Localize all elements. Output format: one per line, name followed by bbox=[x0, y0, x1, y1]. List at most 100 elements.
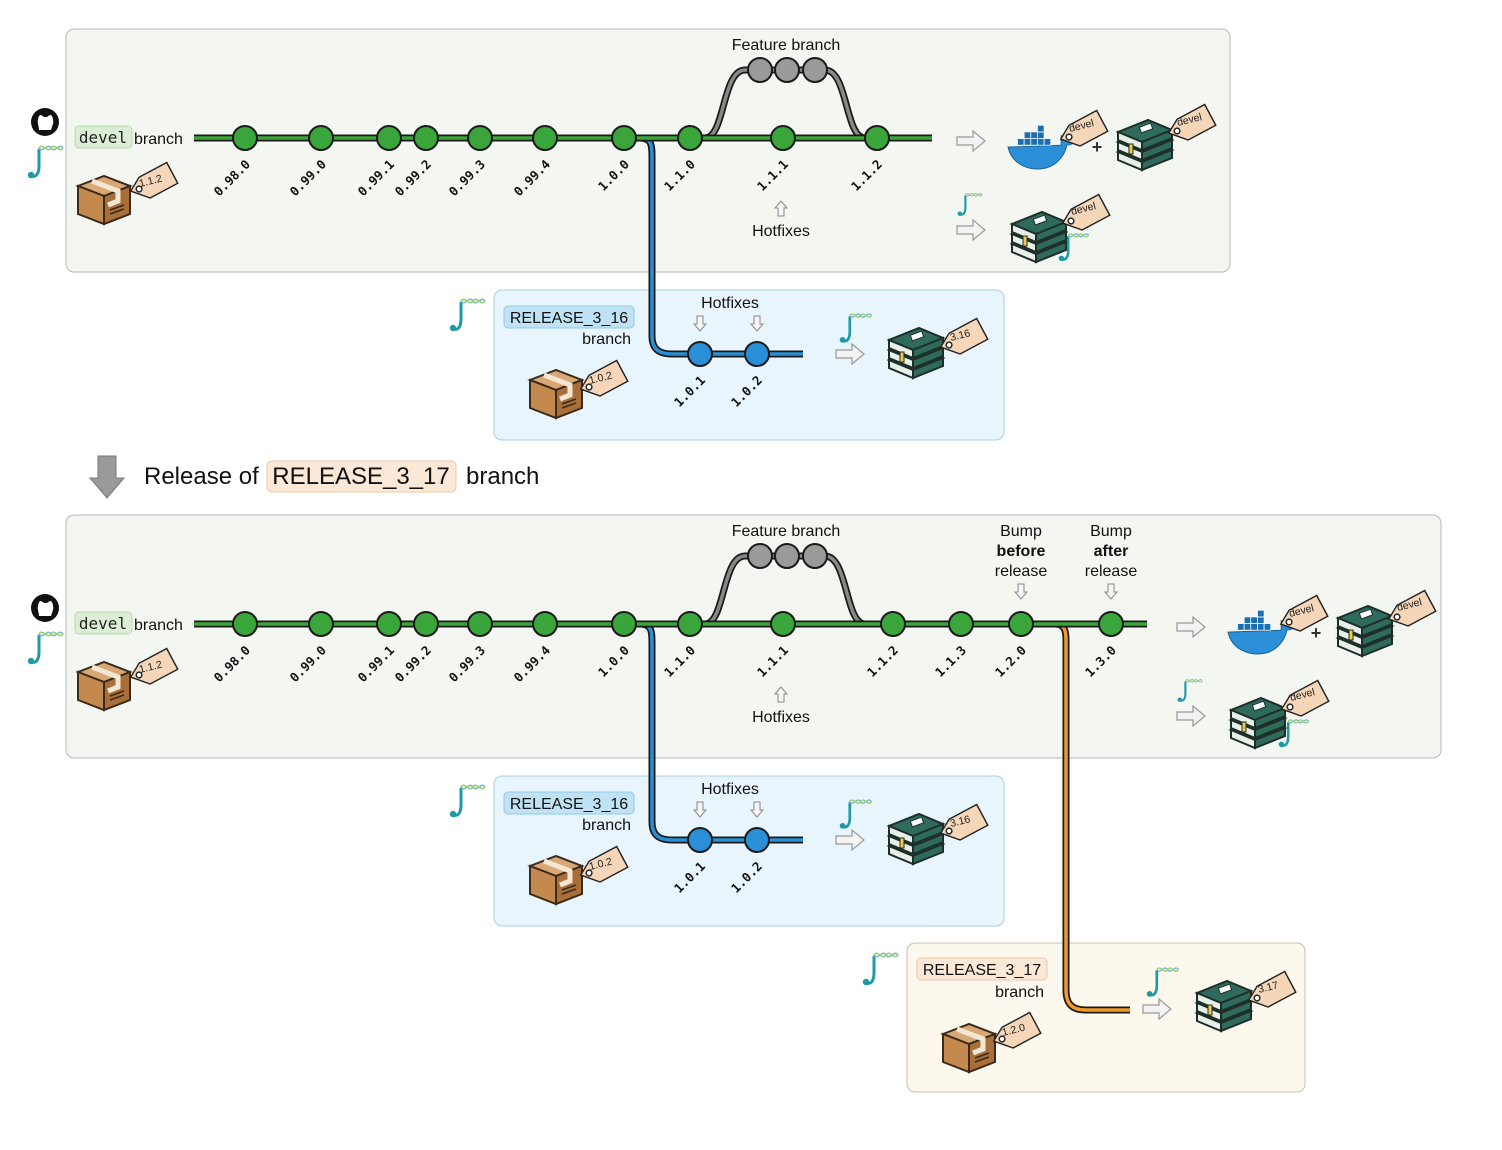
github-icon bbox=[31, 594, 59, 622]
devel-panel-before bbox=[65, 28, 1231, 273]
package-box-icon bbox=[78, 662, 130, 710]
bioc-book-tag-text-before: devel bbox=[1070, 200, 1097, 218]
devel-commit-node bbox=[770, 611, 796, 637]
transition-prefix: Release of bbox=[144, 463, 259, 490]
bioconductor-icon bbox=[861, 951, 900, 987]
r316-book-tag-text-before: 3.16 bbox=[949, 327, 972, 344]
pkg-tag-text-after: 1.1.2 bbox=[138, 659, 164, 676]
r316-pkg-tag-text-after: 1.0.2 bbox=[588, 856, 614, 873]
devel-commit-node bbox=[770, 125, 796, 151]
r317-branch-word: branch bbox=[995, 984, 1044, 1001]
devel-commit-node bbox=[532, 611, 558, 637]
package-box-icon bbox=[530, 856, 582, 904]
text-labels: Feature branch branch Hotfixes Hotfixes … bbox=[134, 37, 1137, 1001]
hotfix-up-arrow-icon bbox=[773, 200, 789, 217]
hotfix-down-arrow-icon bbox=[749, 315, 765, 332]
devel-panel-after bbox=[65, 514, 1442, 759]
devel-commit-node bbox=[532, 125, 558, 151]
package-box-icon bbox=[530, 370, 582, 418]
pkg-tag-text-before: 1.1.2 bbox=[138, 173, 164, 190]
bioconductor-icon bbox=[448, 297, 487, 333]
devel-badge-bg-before bbox=[74, 125, 133, 149]
transition-suffix: branch bbox=[466, 463, 539, 490]
bump-after-line2: after bbox=[1094, 543, 1129, 560]
bump-before-line1: Bump bbox=[1000, 523, 1042, 540]
hotfix-up-arrow-icon bbox=[773, 686, 789, 703]
devel-commit-node bbox=[232, 125, 258, 151]
devel-badge-before: devel bbox=[79, 128, 127, 147]
devel-commit-node bbox=[467, 125, 493, 151]
bump-down-arrow-icon bbox=[1013, 583, 1029, 600]
docker-tag-text-after: devel bbox=[1288, 602, 1315, 620]
bump-down-arrow-icon bbox=[1103, 583, 1119, 600]
feature-branch-label-after: Feature branch bbox=[732, 523, 841, 540]
devel-commit-node bbox=[376, 611, 402, 637]
hotfix-down-arrow-icon bbox=[692, 315, 708, 332]
commit-nodes bbox=[232, 57, 1124, 853]
feature-commit-node bbox=[747, 57, 773, 83]
bump-after-line1: Bump bbox=[1090, 523, 1132, 540]
devel-commit-node bbox=[948, 611, 974, 637]
feature-commit-node bbox=[774, 57, 800, 83]
feature-commit-node bbox=[802, 543, 828, 569]
devel-commit-node bbox=[413, 125, 439, 151]
hotfix-down-arrow-icon bbox=[749, 801, 765, 818]
code-badges: devel RELEASE_3_16 RELEASE_3_17 devel RE… bbox=[74, 125, 1048, 981]
devel-branch-word-after: branch bbox=[134, 617, 183, 634]
transition-code: RELEASE_3_17 bbox=[272, 463, 449, 490]
icons-layer: ++ bbox=[26, 102, 1439, 1072]
r317-book-tag-text: 3.17 bbox=[1257, 979, 1280, 996]
r317-pkg-tag-text: 1.2.0 bbox=[1001, 1022, 1027, 1039]
hotfixes-label-devel-after: Hotfixes bbox=[752, 709, 810, 726]
devel-badge-bg-after bbox=[74, 611, 133, 635]
devel-commit-node bbox=[677, 611, 703, 637]
devel-commit-node bbox=[880, 611, 906, 637]
r316-commit-node bbox=[687, 827, 713, 853]
r316-branch-word-before: branch bbox=[582, 331, 631, 348]
book-tag-text-after: devel bbox=[1396, 596, 1423, 614]
r317-badge: RELEASE_3_17 bbox=[923, 962, 1041, 979]
r316-book-tag-text-after: 3.16 bbox=[949, 813, 972, 830]
bioc-book-tag-text-after: devel bbox=[1289, 686, 1316, 704]
r316-hotfixes-label-before: Hotfixes bbox=[701, 295, 759, 312]
r317-badge-bg bbox=[916, 957, 1048, 981]
package-box-icon bbox=[943, 1024, 995, 1072]
feature-commit-node bbox=[747, 543, 773, 569]
devel-commit-node bbox=[308, 611, 334, 637]
transition-down-arrow-icon bbox=[88, 455, 126, 499]
transition-badge-bg bbox=[266, 460, 457, 493]
bump-before-line3: release bbox=[995, 563, 1048, 580]
devel-branch-word-before: branch bbox=[134, 131, 183, 148]
devel-commit-node bbox=[611, 611, 637, 637]
r316-badge-bg-before bbox=[503, 305, 635, 329]
devel-commit-node bbox=[467, 611, 493, 637]
r316-branch-word-after: branch bbox=[582, 817, 631, 834]
feature-branch-label-before: Feature branch bbox=[732, 37, 841, 54]
r316-badge-bg-after bbox=[503, 791, 635, 815]
bioconductor-icon bbox=[26, 630, 65, 666]
r316-commit-node bbox=[744, 341, 770, 367]
r316-commit-node bbox=[687, 341, 713, 367]
plus-icon: + bbox=[1092, 137, 1103, 157]
plus-icon: + bbox=[1311, 623, 1322, 643]
tag-texts: 1.1.2 devel devel devel 1.0.2 3.16 1.1.2… bbox=[138, 111, 1423, 1039]
bioconductor-icon bbox=[26, 144, 65, 180]
devel-commit-node bbox=[864, 125, 890, 151]
bioconductor-icon bbox=[448, 783, 487, 819]
devel-commit-node bbox=[1098, 611, 1124, 637]
devel-commit-node bbox=[611, 125, 637, 151]
devel-commit-node bbox=[1008, 611, 1034, 637]
hotfix-down-arrow-icon bbox=[692, 801, 708, 818]
bump-after-line3: release bbox=[1085, 563, 1138, 580]
package-box-icon bbox=[78, 176, 130, 224]
feature-commit-node bbox=[774, 543, 800, 569]
r316-badge-before: RELEASE_3_16 bbox=[510, 310, 628, 327]
bump-before-line2: before bbox=[997, 543, 1046, 560]
devel-commit-node bbox=[232, 611, 258, 637]
r316-pkg-tag-text-before: 1.0.2 bbox=[588, 370, 614, 387]
devel-commit-node bbox=[308, 125, 334, 151]
github-icon bbox=[31, 108, 59, 136]
devel-commit-node bbox=[677, 125, 703, 151]
devel-badge-after: devel bbox=[79, 614, 127, 633]
